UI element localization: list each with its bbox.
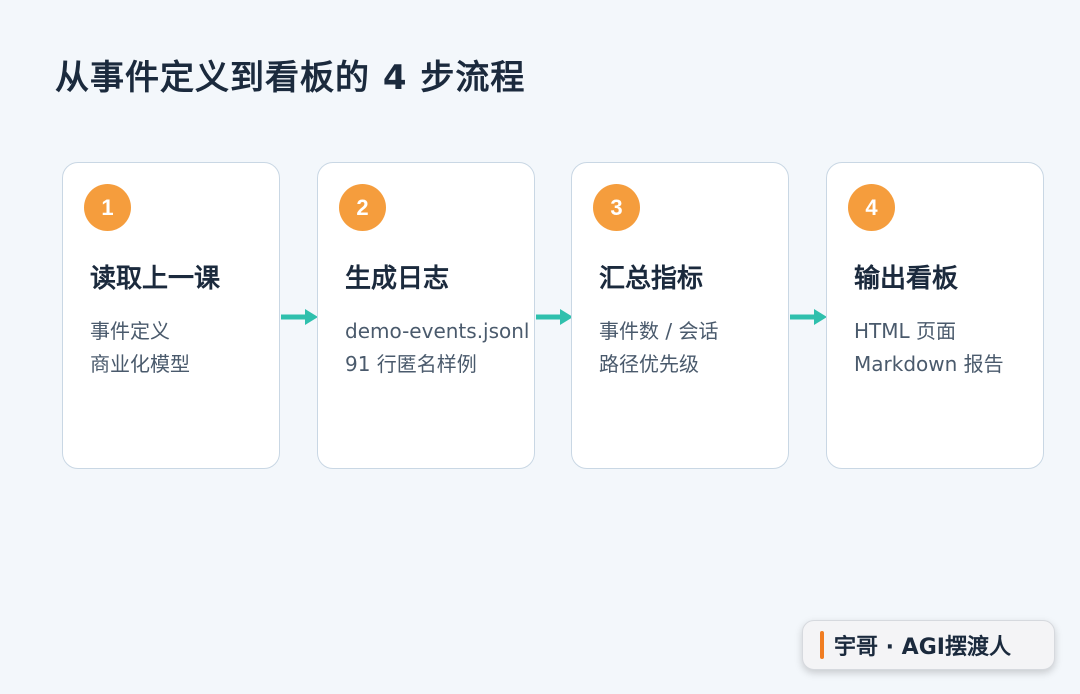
step-description-line: 事件数 / 会话 — [599, 319, 719, 343]
step-card-4: 4 输出看板 HTML 页面 Markdown 报告 — [826, 162, 1044, 469]
arrow-right-icon — [790, 309, 827, 325]
step-card-2: 2 生成日志 demo-events.jsonl 91 行匿名样例 — [317, 162, 535, 469]
step-title: 生成日志 — [345, 264, 450, 294]
brand-watermark: 宇哥 · AGI摆渡人 — [802, 620, 1055, 670]
step-description: 事件定义 商业化模型 — [90, 315, 190, 381]
step-card-1: 1 读取上一课 事件定义 商业化模型 — [62, 162, 280, 469]
step-number-badge: 1 — [84, 184, 131, 231]
step-description-line: 91 行匿名样例 — [345, 352, 477, 376]
arrow-right-icon — [536, 309, 573, 325]
brand-text: 宇哥 · AGI摆渡人 — [834, 635, 1011, 660]
page-title: 从事件定义到看板的 4 步流程 — [55, 58, 526, 98]
step-number-badge: 3 — [593, 184, 640, 231]
step-title: 读取上一课 — [90, 264, 221, 294]
step-description: 事件数 / 会话 路径优先级 — [599, 315, 718, 381]
step-description-line: demo-events.jsonl — [345, 319, 530, 343]
step-description-line: 商业化模型 — [90, 352, 190, 376]
step-description-line: 事件定义 — [90, 319, 170, 343]
step-title: 输出看板 — [854, 264, 959, 294]
step-description: HTML 页面 Markdown 报告 — [854, 315, 1004, 381]
step-description-line: 路径优先级 — [599, 352, 699, 376]
step-number-badge: 2 — [339, 184, 386, 231]
step-number-badge: 4 — [848, 184, 895, 231]
arrow-right-icon — [281, 309, 318, 325]
brand-accent-bar — [820, 631, 824, 659]
step-card-3: 3 汇总指标 事件数 / 会话 路径优先级 — [571, 162, 789, 469]
step-title: 汇总指标 — [599, 264, 704, 294]
step-description-line: Markdown 报告 — [854, 352, 1004, 376]
step-description-line: HTML 页面 — [854, 319, 957, 343]
step-description: demo-events.jsonl 91 行匿名样例 — [345, 315, 530, 381]
